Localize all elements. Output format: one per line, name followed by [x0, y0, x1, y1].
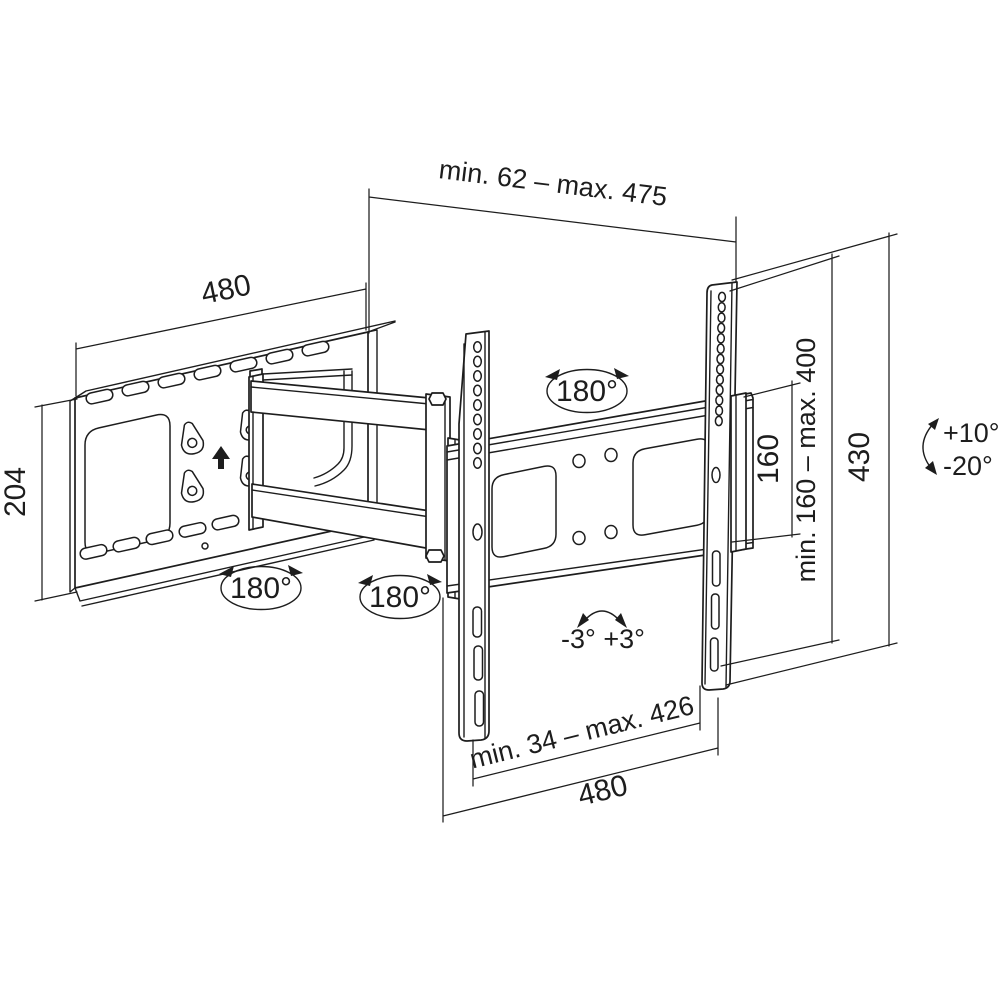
swivel-indicator-middle: 180° [358, 574, 442, 620]
wall-plate-right-fold [367, 329, 378, 524]
pivot-bolt-bottom [425, 549, 445, 563]
swivel-indicator-wall: 180° [219, 565, 303, 611]
wall-plate-bottom-slots [79, 514, 240, 560]
dimension-wall-plate-height: 204 [0, 398, 78, 602]
pivot-bolt-top [428, 392, 447, 406]
crossbar [446, 392, 754, 594]
dimension-adapter-height: 160 [731, 380, 801, 543]
dimension-vesa-vertical-range: min. 160 – max. 400 [720, 253, 840, 667]
wall-plate-width-label: 480 [198, 268, 254, 310]
wall-plate-height-label: 204 [0, 467, 32, 517]
wall-plate-top-slots [85, 340, 330, 405]
inner-arm-curve [314, 370, 353, 487]
tv-plate-height-label: 430 [843, 432, 876, 482]
dimension-vesa-horizontal-range: min. 34 – max. 426 [467, 685, 701, 787]
inner-arm-curve-2 [313, 370, 345, 479]
level-adjust-label: -3° +3° [561, 624, 645, 654]
articulating-arm [248, 368, 451, 563]
swivel-indicator-tv: 180° [545, 368, 629, 414]
tilt-up-label: +10° [943, 418, 1000, 448]
tilt-indicator: +10° -20° [922, 418, 1000, 481]
swivel-wall-label: 180° [230, 572, 292, 605]
vesa-rail-right [701, 281, 738, 691]
swivel-tv-label: 180° [556, 375, 618, 408]
tv-plate-width-label: 480 [574, 769, 631, 813]
swivel-middle-label: 180° [369, 581, 431, 614]
vesa-rail-left [458, 330, 490, 742]
crossbar-cutout-left [491, 465, 557, 558]
dimension-extension-depth: min. 62 – max. 475 [368, 154, 737, 334]
tilt-down-label: -20° [943, 451, 993, 481]
level-adjust-indicator: -3° +3° [561, 610, 645, 654]
dimension-tv-plate-height: 430 [725, 232, 898, 686]
adapter-height-label: 160 [752, 434, 785, 484]
extension-depth-label: min. 62 – max. 475 [437, 154, 669, 212]
crossbar-cutout-right [632, 438, 710, 536]
tv-plate-assembly [446, 281, 754, 742]
up-arrow-icon [212, 446, 230, 469]
wall-plate [69, 320, 396, 607]
crossbar-end-bracket [730, 392, 747, 553]
inner-bracket-edge [262, 368, 353, 381]
vesa-vertical-range-label: min. 160 – max. 400 [791, 338, 821, 583]
